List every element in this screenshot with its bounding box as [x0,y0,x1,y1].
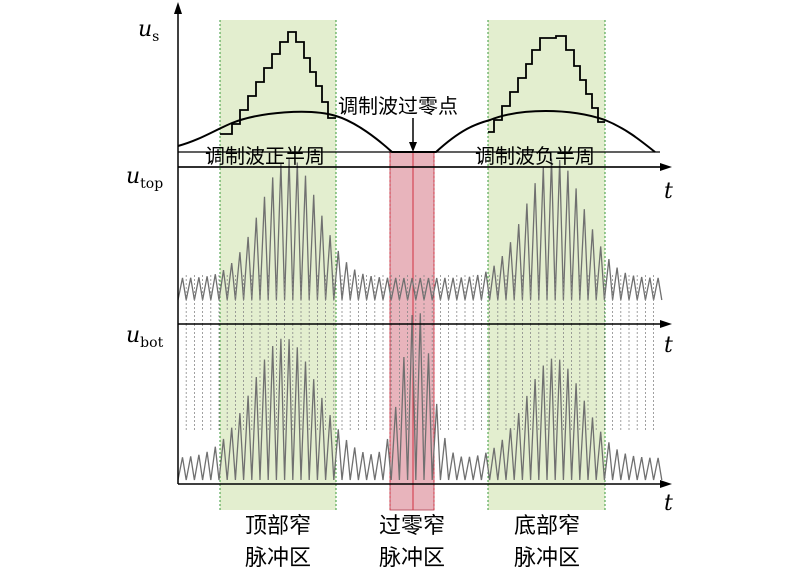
t-label-3: t [664,491,673,516]
bottom-region-caption-1: 底部窄 [514,514,580,539]
negative-staircase [488,35,605,133]
ubot-sawtooth [177,313,663,481]
ubot-waveform [177,313,663,481]
top-region-caption-2: 脉冲区 [245,546,311,571]
positive-half-label: 调制波正半周 [205,144,325,168]
positive-staircase [220,31,336,135]
ubot-label: ubot [126,323,164,351]
y-axis-arrow [174,2,182,14]
zero-cross-label: 调制波过零点 [338,94,458,118]
t-label-1: t [664,179,673,204]
top-region-caption-1: 顶部窄 [245,514,311,539]
t-axis-3-arrow [660,480,672,488]
negative-half-label: 调制波负半周 [475,144,595,168]
utop-sawtooth [177,157,663,301]
bottom-region-caption-2: 脉冲区 [514,546,580,571]
zero-region-caption-1: 过零窄 [379,514,445,539]
t-label-2: t [664,333,673,358]
us-label: us [138,17,159,45]
axes [174,2,672,488]
utop-label: utop [126,164,163,192]
t-axis-2-arrow [660,320,672,328]
zero-cross-arrowhead [409,142,417,152]
zero-region-caption-2: 脉冲区 [379,546,445,571]
utop-dashed-lines [177,275,654,324]
ubot-dashed-lines [177,324,654,432]
t-axis-1-arrow [660,163,672,171]
utop-waveform [177,157,663,301]
